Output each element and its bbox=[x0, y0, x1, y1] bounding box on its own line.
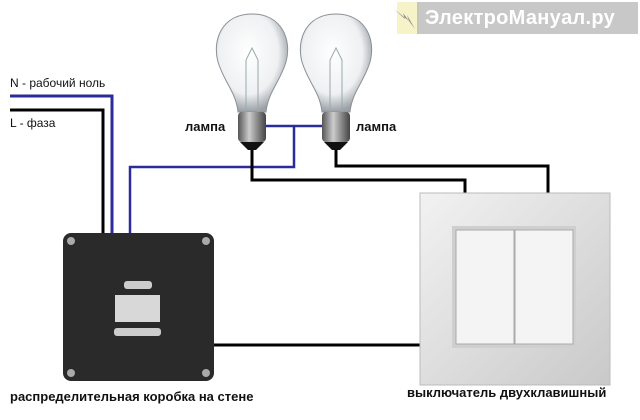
lamp-left-label: лампа bbox=[185, 119, 226, 134]
neutral-lamp-wire bbox=[128, 127, 296, 236]
lamp1-switch-wire bbox=[250, 148, 467, 196]
phase-wire bbox=[10, 108, 105, 236]
watermark-logo: ЭлектроМанyал.ру bbox=[383, 2, 638, 34]
neutral-wire bbox=[10, 94, 114, 236]
lamp2-switch-wire bbox=[334, 147, 550, 196]
double-switch bbox=[419, 192, 611, 386]
lamp-right bbox=[299, 13, 373, 150]
phase-label: L - фаза bbox=[10, 116, 56, 130]
lamp-right-label: лампа bbox=[356, 119, 397, 134]
switch-key-right bbox=[514, 229, 574, 345]
switch-label: выключатель двухклавишный bbox=[407, 385, 607, 400]
lightning-icon bbox=[394, 9, 415, 29]
switch-key-left bbox=[455, 229, 515, 345]
lamp-left bbox=[215, 13, 289, 150]
junction-box bbox=[63, 233, 214, 381]
watermark-text: ЭлектроМанyал.ру bbox=[425, 6, 616, 29]
junction-box-label: распределительная коробка на стене bbox=[10, 389, 254, 404]
neutral-label: N - рабочий ноль bbox=[10, 76, 106, 90]
